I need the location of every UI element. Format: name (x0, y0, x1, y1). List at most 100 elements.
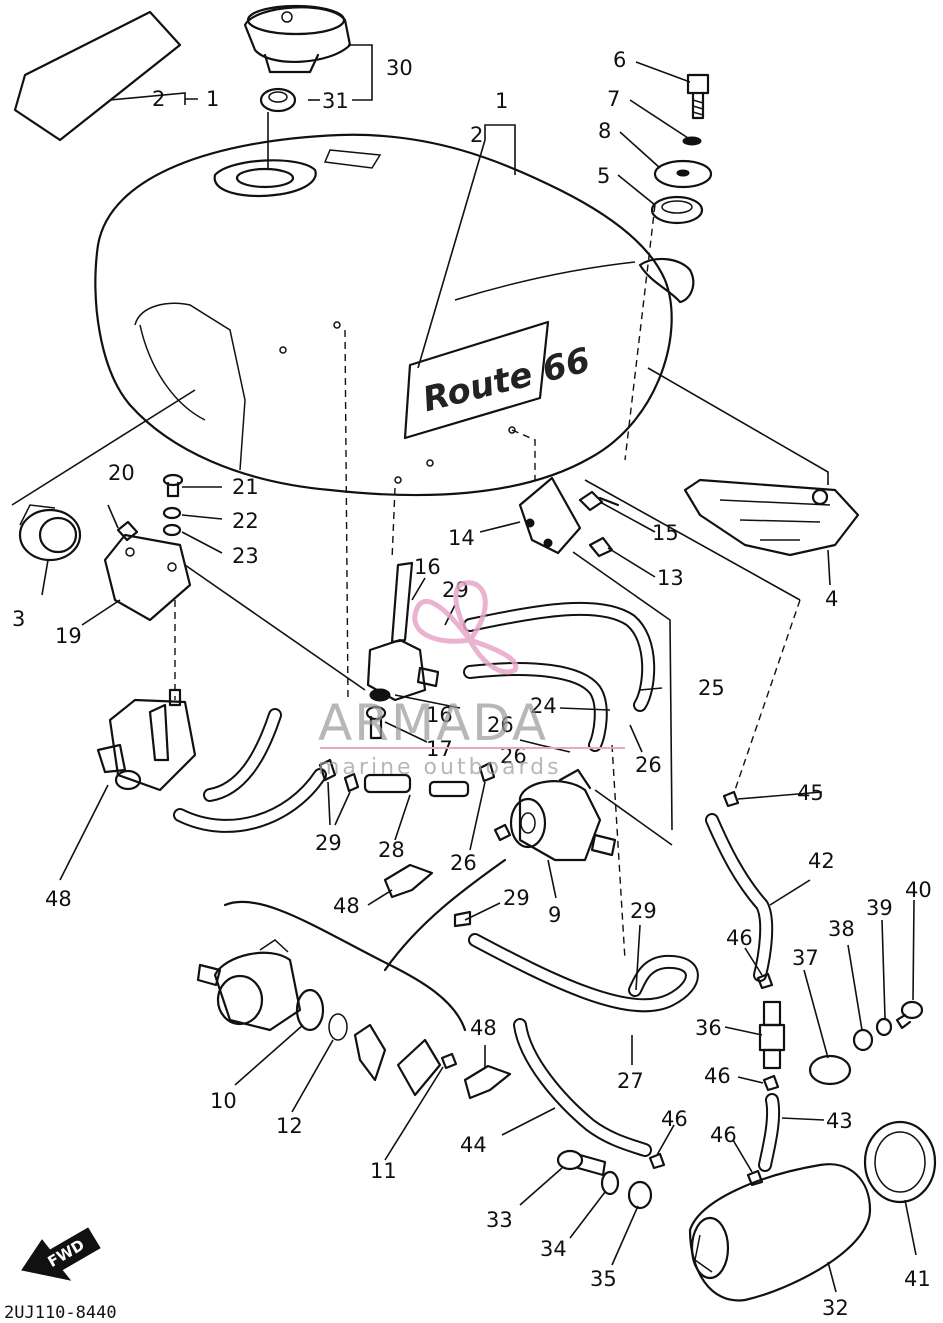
callout-14: 14 (448, 526, 475, 550)
callout-29d: 29 (630, 899, 657, 923)
washer-7 (682, 136, 702, 146)
callout-2b: 2 (470, 123, 483, 147)
tank-grommet (18, 504, 82, 562)
bolt-15 (578, 490, 620, 512)
hose-43 (758, 1093, 781, 1172)
callout-32: 32 (822, 1296, 849, 1320)
hose-28 (363, 773, 470, 798)
callout-45: 45 (797, 781, 824, 805)
callout-2a: 2 (152, 87, 165, 111)
clip-46c (648, 1152, 666, 1170)
hose-42 (705, 813, 774, 982)
washer-22 (162, 506, 182, 520)
callout-25: 25 (698, 676, 725, 700)
breather-cable (223, 900, 467, 1032)
callout-16a: 16 (414, 555, 441, 579)
callout-42: 42 (808, 849, 835, 873)
clip-26-lower (478, 761, 496, 783)
clamp-48-lower (463, 1064, 512, 1100)
fuel-cock (366, 561, 440, 702)
callout-20: 20 (108, 461, 135, 485)
callout-30: 30 (386, 56, 413, 80)
washer-38 (852, 1028, 874, 1052)
callout-16b: 16 (426, 703, 453, 727)
clamp-48-mid (383, 863, 434, 899)
forward-arrow: FWD (21, 1227, 101, 1281)
callout-19: 19 (55, 624, 82, 648)
bolt-33 (556, 1149, 607, 1177)
callout-10: 10 (210, 1089, 237, 1113)
callout-29c: 29 (503, 886, 530, 910)
filler-cap (243, 4, 352, 74)
valve-36 (758, 1000, 786, 1070)
nut-23 (162, 523, 182, 537)
callout-1a: 1 (206, 87, 219, 111)
callout-3: 3 (12, 607, 25, 631)
callout-46b: 46 (704, 1064, 731, 1088)
callout-40: 40 (905, 878, 932, 902)
bolt-13 (588, 536, 614, 558)
callout-21: 21 (232, 475, 259, 499)
clips-29 (318, 758, 360, 793)
callout-26c: 26 (635, 753, 662, 777)
callout-26d: 26 (450, 851, 477, 875)
callout-48b: 48 (333, 894, 360, 918)
grommet-35 (627, 1180, 653, 1210)
screw-20 (116, 520, 139, 542)
hose-25 (463, 601, 656, 712)
rear-bracket (683, 478, 860, 557)
callout-8: 8 (598, 119, 611, 143)
callout-13: 13 (657, 566, 684, 590)
callout-22: 22 (232, 509, 259, 533)
watermark-brand: ARMADA (318, 694, 548, 752)
callout-1b: 1 (495, 89, 508, 113)
callout-43: 43 (826, 1109, 853, 1133)
o-ring-12 (328, 1013, 348, 1041)
side-decal-panel (13, 10, 182, 142)
tank-emblem (403, 320, 550, 440)
o-ring-10 (295, 988, 325, 1032)
callout-12: 12 (276, 1114, 303, 1138)
hose-27 (468, 933, 699, 1013)
bolt-17 (365, 705, 387, 740)
bolt-6 (686, 73, 710, 120)
pump-bracket (518, 476, 582, 555)
clamp-37 (808, 1054, 852, 1086)
callout-7: 7 (607, 87, 620, 111)
damper-8 (653, 159, 713, 189)
callout-26a: 26 (487, 713, 514, 737)
callout-29b: 29 (315, 831, 342, 855)
clip-45 (722, 790, 740, 808)
clip-46b (762, 1074, 780, 1092)
clip-29-mid (453, 910, 472, 928)
hose-44 (513, 1018, 652, 1157)
callout-46c: 46 (661, 1107, 688, 1131)
clip-46a (756, 972, 774, 990)
callout-33: 33 (486, 1208, 513, 1232)
watermark-propeller-icon (412, 580, 519, 675)
carburetor-lower (196, 939, 302, 1032)
callout-46d: 46 (710, 1123, 737, 1147)
clip-46d (746, 1169, 764, 1187)
reference-lines (174, 204, 801, 961)
pump-cable (383, 858, 507, 972)
callout-15: 15 (652, 521, 679, 545)
callout-48c: 48 (470, 1016, 497, 1040)
hose-carb-left (173, 708, 327, 833)
canister-cover (863, 1120, 937, 1204)
gasket-plate (396, 1038, 442, 1097)
watermark-tagline: marine outboards (318, 755, 562, 780)
callout-11: 11 (370, 1159, 397, 1183)
collar-34 (600, 1170, 620, 1196)
callout-23: 23 (232, 544, 259, 568)
callout-9: 9 (548, 903, 561, 927)
cover-plate (103, 533, 192, 622)
joint-piece (353, 1023, 387, 1082)
callout-28: 28 (378, 838, 405, 862)
washer-18 (369, 688, 391, 702)
callout-27: 27 (617, 1069, 644, 1093)
canister (688, 1163, 872, 1302)
watermark: ARMADA marine outboards (318, 580, 625, 780)
